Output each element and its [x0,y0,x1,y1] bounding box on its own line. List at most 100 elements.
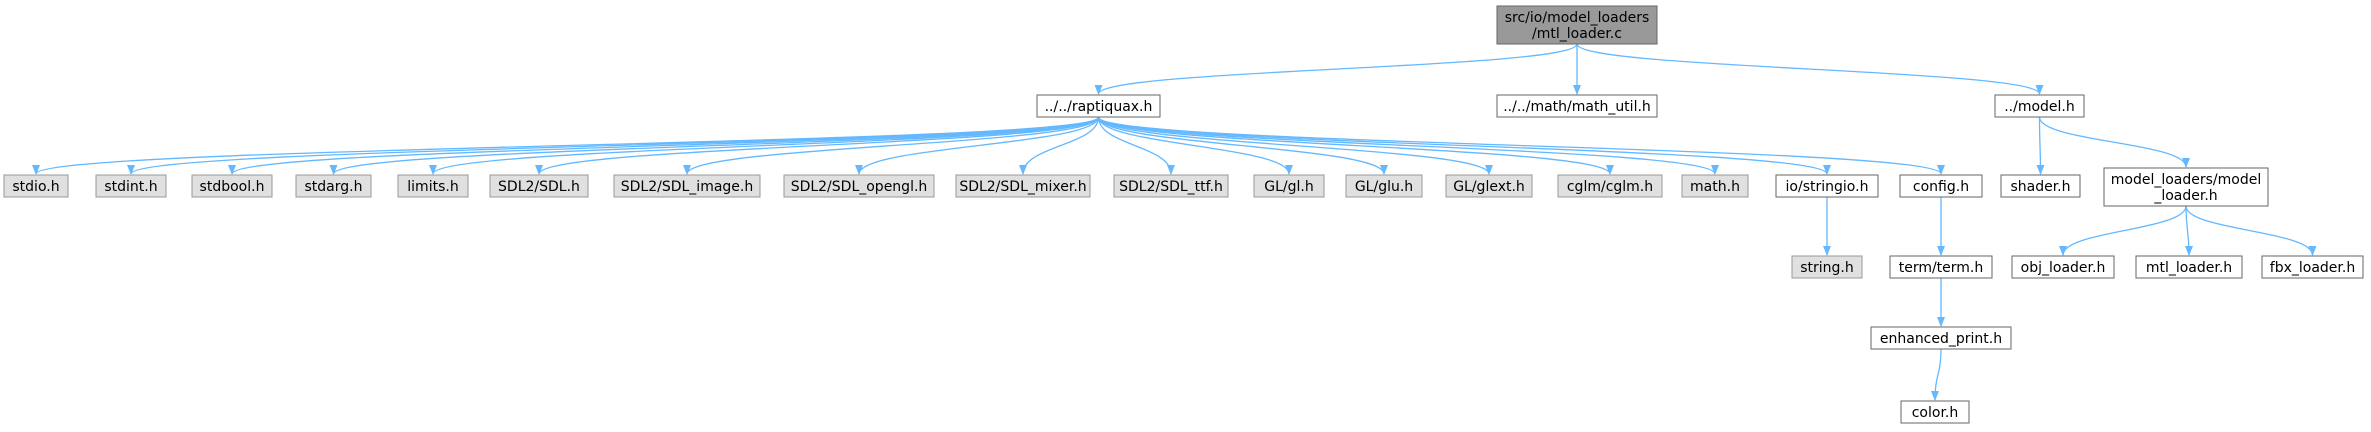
edge-raptiquax-to-config [1097,116,1945,175]
node-gl: GL/gl.h [1253,174,1325,198]
node-raptiquax[interactable]: ../../raptiquax.h [1036,94,1161,118]
node-stdio-label-0: stdio.h [12,179,59,195]
node-model_loader-label-0: model_loaders/model [2111,172,2262,188]
edge-raptiquax-to-sdl_mixer [1019,116,1100,175]
node-sdl-box [489,174,589,198]
node-glext: GL/glext.h [1445,174,1533,198]
node-root-label-1: /mtl_loader.c [1532,26,1622,42]
node-enhanced_print[interactable]: enhanced_print.h [1870,326,2012,350]
edge-raptiquax-to-sdl_ttf [1097,116,1175,175]
node-cglm-label-0: cglm/cglm.h [1567,179,1653,195]
node-term-label-0: term/term.h [1899,260,1984,276]
node-color-label-0: color.h [1912,405,1959,421]
edge-raptiquax-to-stringio [1097,116,1831,175]
node-math_util-box [1496,94,1658,118]
edge-model_loader-to-fbx_loader [2185,205,2317,256]
edge-model_loader-to-mtl_loader [2184,205,2193,256]
node-model_loader[interactable]: model_loaders/model_loader.h [2103,167,2269,207]
edge-model-to-shader [2036,116,2045,175]
edge-raptiquax-to-stdbool [228,116,1100,175]
edge-enhanced_print-to-color [1931,348,1942,401]
node-raptiquax-box [1036,94,1161,118]
node-sdl_opengl-label-0: SDL2/SDL_opengl.h [791,179,928,195]
node-color[interactable]: color.h [1900,400,1970,424]
node-stdbool: stdbool.h [191,174,273,198]
node-stdio: stdio.h [3,174,69,198]
node-sdl_mixer: SDL2/SDL_mixer.h [955,174,1091,198]
node-obj_loader-box [2011,255,2115,279]
node-model-label-0: ../model.h [2004,99,2075,115]
edge-raptiquax-to-glu [1097,116,1388,175]
node-mtl_loader[interactable]: mtl_loader.h [2135,255,2243,279]
edge-raptiquax-to-limits [429,116,1100,175]
node-root[interactable]: src/io/model_loaders/mtl_loader.c [1496,5,1658,45]
node-color-box [1900,400,1970,424]
node-model_loader-box [2103,167,2269,207]
node-gl-box [1253,174,1325,198]
node-sdl_image: SDL2/SDL_image.h [613,174,761,198]
node-gl-label-0: GL/gl.h [1264,179,1313,195]
edges-layer [32,43,2317,401]
node-cglm-box [1557,174,1663,198]
node-shader-label-0: shader.h [2010,179,2070,195]
node-sdl_mixer-box [955,174,1091,198]
node-model_loader-label-1: _loader.h [2153,188,2217,204]
node-stdarg-label-0: stdarg.h [305,179,363,195]
node-glext-box [1445,174,1533,198]
node-root-label-0: src/io/model_loaders [1505,10,1650,26]
node-model[interactable]: ../model.h [1994,94,2085,118]
node-limits: limits.h [397,174,469,198]
node-math-box [1681,174,1749,198]
node-glu-label-0: GL/glu.h [1355,179,1413,195]
node-shader-box [2000,174,2081,198]
node-term-box [1889,255,1993,279]
edge-raptiquax-to-math [1097,116,1719,175]
edge-root-to-raptiquax [1094,43,1578,95]
node-fbx_loader-box [2261,255,2364,279]
node-config[interactable]: config.h [1899,174,1983,198]
node-cglm: cglm/cglm.h [1557,174,1663,198]
node-math_util[interactable]: ../../math/math_util.h [1496,94,1658,118]
node-stdbool-box [191,174,273,198]
node-sdl_ttf-label-0: SDL2/SDL_ttf.h [1119,179,1223,195]
nodes-layer: src/io/model_loaders/mtl_loader.c ../../r… [3,5,2364,424]
node-enhanced_print-label-0: enhanced_print.h [1880,331,2002,347]
node-glu-box [1345,174,1423,198]
node-sdl_opengl: SDL2/SDL_opengl.h [783,174,935,198]
edge-raptiquax-to-sdl_image [683,116,1100,175]
node-string: string.h [1791,255,1863,279]
node-stdbool-label-0: stdbool.h [200,179,265,195]
node-sdl_image-label-0: SDL2/SDL_image.h [621,179,754,195]
node-enhanced_print-box [1870,326,2012,350]
node-glext-label-0: GL/glext.h [1453,179,1525,195]
edge-raptiquax-to-stdio [32,116,1100,175]
node-sdl_opengl-box [783,174,935,198]
node-stringio[interactable]: io/stringio.h [1775,174,1879,198]
node-string-label-0: string.h [1800,260,1854,276]
node-limits-label-0: limits.h [407,179,458,195]
edge-raptiquax-to-sdl_opengl [855,116,1100,175]
node-glu: GL/glu.h [1345,174,1423,198]
node-term[interactable]: term/term.h [1889,255,1993,279]
node-raptiquax-label-0: ../../raptiquax.h [1045,99,1153,115]
node-string-box [1791,255,1863,279]
node-sdl_ttf-box [1113,174,1229,198]
edge-root-to-model [1576,43,2044,95]
node-math_util-label-0: ../../math/math_util.h [1503,99,1651,115]
node-stringio-label-0: io/stringio.h [1786,179,1869,195]
edge-raptiquax-to-stdarg [329,116,1100,175]
node-mtl_loader-box [2135,255,2243,279]
node-config-box [1899,174,1983,198]
node-sdl-label-0: SDL2/SDL.h [498,179,580,195]
node-obj_loader[interactable]: obj_loader.h [2011,255,2115,279]
node-shader[interactable]: shader.h [2000,174,2081,198]
edge-raptiquax-to-glext [1097,116,1493,175]
edge-model_loader-to-obj_loader [2059,205,2187,256]
node-sdl_ttf: SDL2/SDL_ttf.h [1113,174,1229,198]
node-stringio-box [1775,174,1879,198]
node-math: math.h [1681,174,1749,198]
edge-raptiquax-to-cglm [1097,116,1614,175]
node-fbx_loader-label-0: fbx_loader.h [2270,260,2355,276]
node-fbx_loader[interactable]: fbx_loader.h [2261,255,2364,279]
